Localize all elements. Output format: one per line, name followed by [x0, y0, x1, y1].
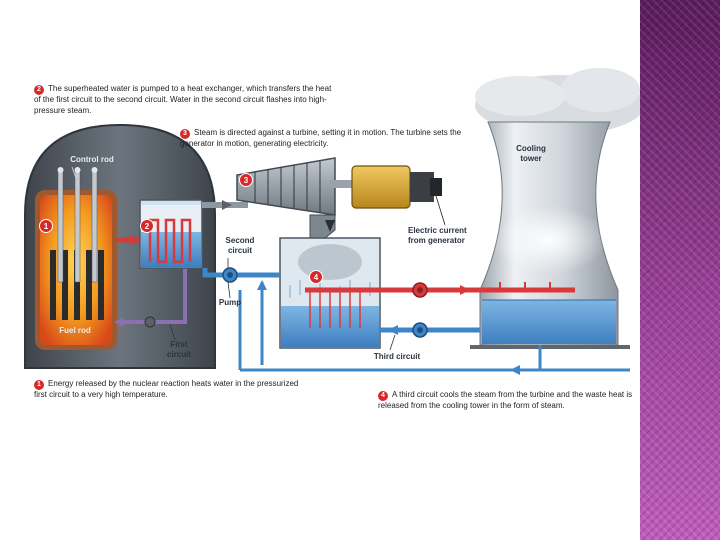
- second-circuit-label: Second circuit: [225, 236, 255, 255]
- step-3-text: Steam is directed against a turbine, set…: [180, 128, 462, 148]
- steam-arrow: [222, 200, 232, 210]
- first-circuit-label: First circuit: [166, 340, 191, 359]
- step-2-text: The superheated water is pumped to a hea…: [34, 84, 332, 115]
- control-rod-label: Control rod: [70, 155, 114, 164]
- turbine: [236, 157, 352, 243]
- decorative-sidebar: [640, 0, 720, 540]
- condenser: [279, 220, 381, 349]
- step-1-number: 1: [34, 380, 44, 390]
- reactor-containment: [24, 123, 216, 369]
- third-circuit: [238, 280, 630, 375]
- step-2-number: 2: [34, 85, 44, 95]
- steam-cloud: [475, 68, 645, 135]
- cooling-tower-label: Cooling tower: [516, 144, 546, 163]
- control-rods: [57, 167, 98, 283]
- pointer-lines: [169, 258, 396, 351]
- step-3-number: 3: [180, 129, 190, 139]
- badge-1: 1: [44, 222, 49, 231]
- badge-2: 2: [145, 222, 150, 231]
- first-circuit: [114, 235, 187, 328]
- heat-exchanger: [139, 199, 203, 269]
- pump-label: Pump: [218, 298, 242, 307]
- number-badges: 1 2 3 4: [39, 173, 323, 284]
- fuel-rod-label: Fuel rod: [59, 326, 91, 335]
- electric-current-label: Electric current from generator: [408, 226, 467, 245]
- generator: [351, 165, 446, 226]
- third-circuit-label: Third circuit: [373, 352, 421, 361]
- badge-3: 3: [244, 176, 249, 185]
- second-circuit: [202, 267, 280, 283]
- step-4-text: A third circuit cools the steam from the…: [378, 390, 633, 410]
- fuel-rods: [50, 250, 104, 320]
- step-4-number: 4: [378, 391, 388, 401]
- badge-4: 4: [314, 273, 319, 282]
- step-1-text: Energy released by the nuclear reaction …: [34, 379, 299, 399]
